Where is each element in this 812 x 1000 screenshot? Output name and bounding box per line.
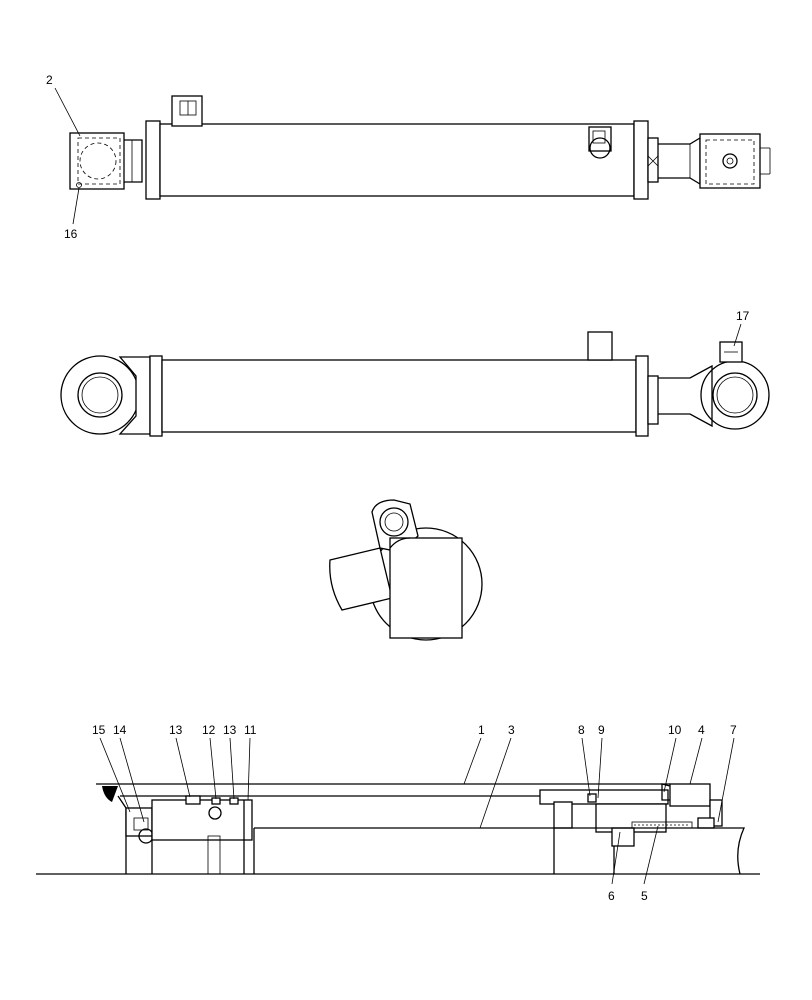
callout-10: 10 — [668, 723, 682, 737]
callout-2: 2 — [46, 73, 53, 87]
callout-7: 7 — [730, 723, 737, 737]
cylinder-end-view — [329, 499, 483, 641]
callout-11: 11 — [244, 723, 257, 737]
cylinder-section-view — [36, 783, 760, 875]
callout-3: 3 — [508, 723, 515, 737]
callout-17: 17 — [736, 309, 750, 323]
callout-12: 12 — [202, 723, 216, 737]
callout-labels: 2 16 17 15 14 13 12 13 11 1 3 8 9 10 4 7… — [46, 73, 750, 903]
cylinder-side-view — [60, 331, 770, 437]
callout-13-left: 13 — [169, 723, 183, 737]
callout-16: 16 — [64, 227, 78, 241]
callout-14: 14 — [113, 723, 127, 737]
callout-5: 5 — [641, 889, 648, 903]
callout-6: 6 — [608, 889, 615, 903]
callout-15: 15 — [92, 723, 106, 737]
callout-4: 4 — [698, 723, 705, 737]
cylinder-top-view — [69, 95, 771, 200]
callout-1: 1 — [478, 723, 485, 737]
callout-9: 9 — [598, 723, 605, 737]
leader-lines — [54, 87, 742, 885]
callout-13-right: 13 — [223, 723, 237, 737]
callout-8: 8 — [578, 723, 585, 737]
